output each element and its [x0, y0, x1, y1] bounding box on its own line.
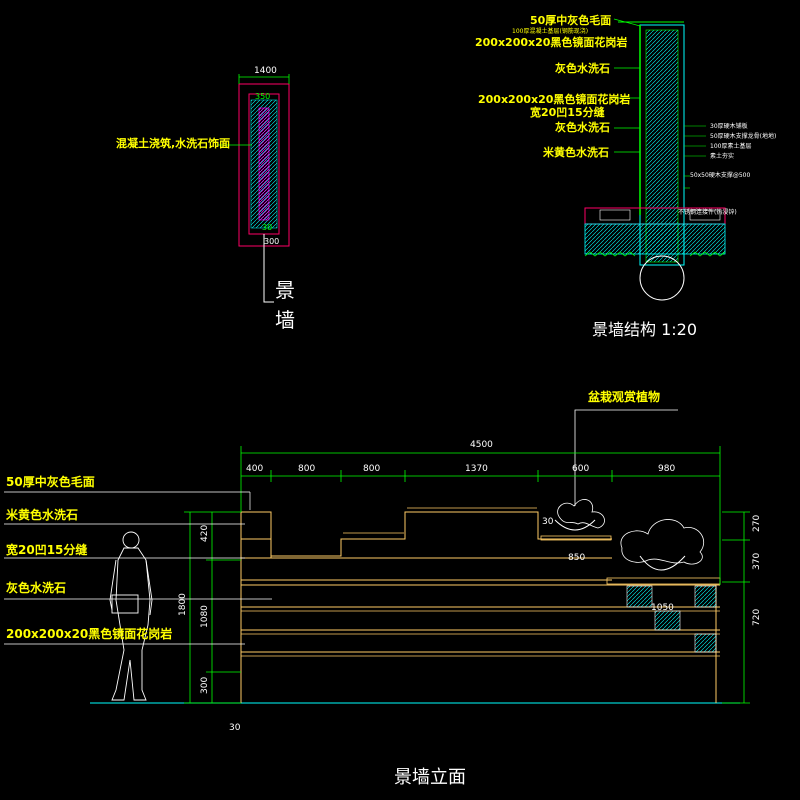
section-note-0: 30厚硬木铺板	[710, 123, 748, 130]
human-figure	[109, 531, 153, 701]
plan-view	[218, 74, 290, 303]
elevation-view	[4, 409, 750, 704]
right-vdim-0: 270	[752, 514, 762, 532]
bonsai-plant-2	[606, 519, 721, 585]
plan-core	[258, 107, 270, 221]
plan-bottom-dim: 300	[264, 237, 280, 246]
seg-dim-2: 800	[363, 464, 381, 474]
right-vdim-2: 720	[752, 608, 762, 626]
right-vdim-1: 370	[752, 552, 762, 570]
seg-dim-4: 600	[572, 464, 590, 474]
section-label-7: 米黄色水洗石	[543, 146, 609, 159]
elev-label-2: 宽20凹15分缝	[6, 543, 88, 557]
seg-dim-5: 980	[658, 464, 676, 474]
elev-label-3: 灰色水洗石	[6, 581, 67, 595]
section-note-5: 不锈钢连接件(热浸锌)	[678, 209, 737, 216]
section-label-0: 50厚中灰色毛面	[530, 14, 612, 27]
inner-dim-0: 30	[542, 517, 554, 527]
bottom-dim: 30	[229, 723, 241, 733]
left-vdim-0: 420	[200, 524, 210, 542]
inner-dim-2: 1050	[651, 603, 674, 613]
elev-label-4: 200x200x20黑色镜面花岗岩	[6, 627, 173, 641]
total-width-dim: 4500	[470, 440, 493, 450]
section-label-2: 200x200x20黑色镜面花岗岩	[475, 36, 628, 49]
plan-width-dim: 1400	[254, 66, 277, 76]
elevation-title: 景墙立面	[394, 767, 466, 788]
section-label-5: 宽20凹15分缝	[530, 106, 605, 119]
plant-label: 盆栽观赏植物	[588, 390, 661, 404]
bonsai-plant-1	[540, 499, 612, 541]
section-label-1: 100厚混凝土基层(钢筋现浇)	[512, 28, 589, 35]
seg-dim-1: 800	[298, 464, 316, 474]
section-note-4: 50x50硬木支撑@500	[690, 172, 751, 179]
seg-dim-0: 400	[246, 464, 264, 474]
plan-inner-top-dim: 350	[255, 92, 271, 101]
section-label-6: 灰色水洗石	[555, 121, 610, 134]
left-vdim-1: 1080	[200, 605, 210, 628]
total-vdim: 1800	[178, 593, 188, 616]
elev-label-1: 米黄色水洗石	[6, 508, 79, 522]
plan-material-label: 混凝土浇筑,水洗石饰面	[116, 137, 231, 150]
section-note-3: 素土夯实	[710, 153, 735, 160]
seg-dim-3: 1370	[465, 464, 488, 474]
section-view	[584, 18, 726, 301]
plan-inner-bottom-dim: 30	[262, 223, 273, 232]
left-vdim-2: 300	[200, 676, 210, 694]
inner-dim-1: 850	[568, 553, 586, 563]
plan-name-line1: 景	[275, 278, 295, 302]
section-label-4: 200x200x20黑色镜面花岗岩	[478, 93, 631, 106]
section-note-1: 50厚硬木支撑龙骨(地地)	[710, 133, 777, 140]
section-title: 景墙结构 1:20	[592, 320, 698, 339]
section-note-2: 100厚素土基层	[710, 143, 752, 150]
section-label-3: 灰色水洗石	[555, 62, 610, 75]
elev-label-0: 50厚中灰色毛面	[6, 475, 95, 489]
plan-name-line2: 墙	[275, 308, 295, 332]
